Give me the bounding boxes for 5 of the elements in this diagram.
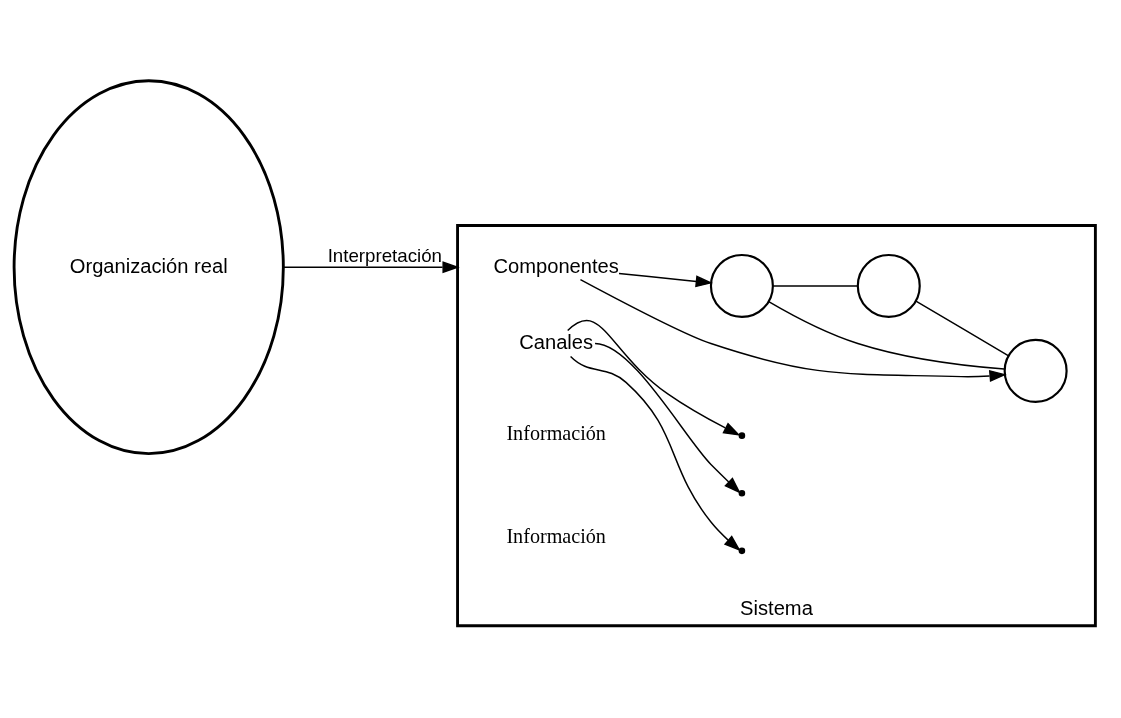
node-text: Canales: [519, 330, 594, 353]
label: Información: [506, 421, 606, 444]
node-text: Componentes: [493, 254, 619, 277]
edge-label: Interpretación: [327, 245, 443, 267]
label: Información: [506, 525, 606, 548]
